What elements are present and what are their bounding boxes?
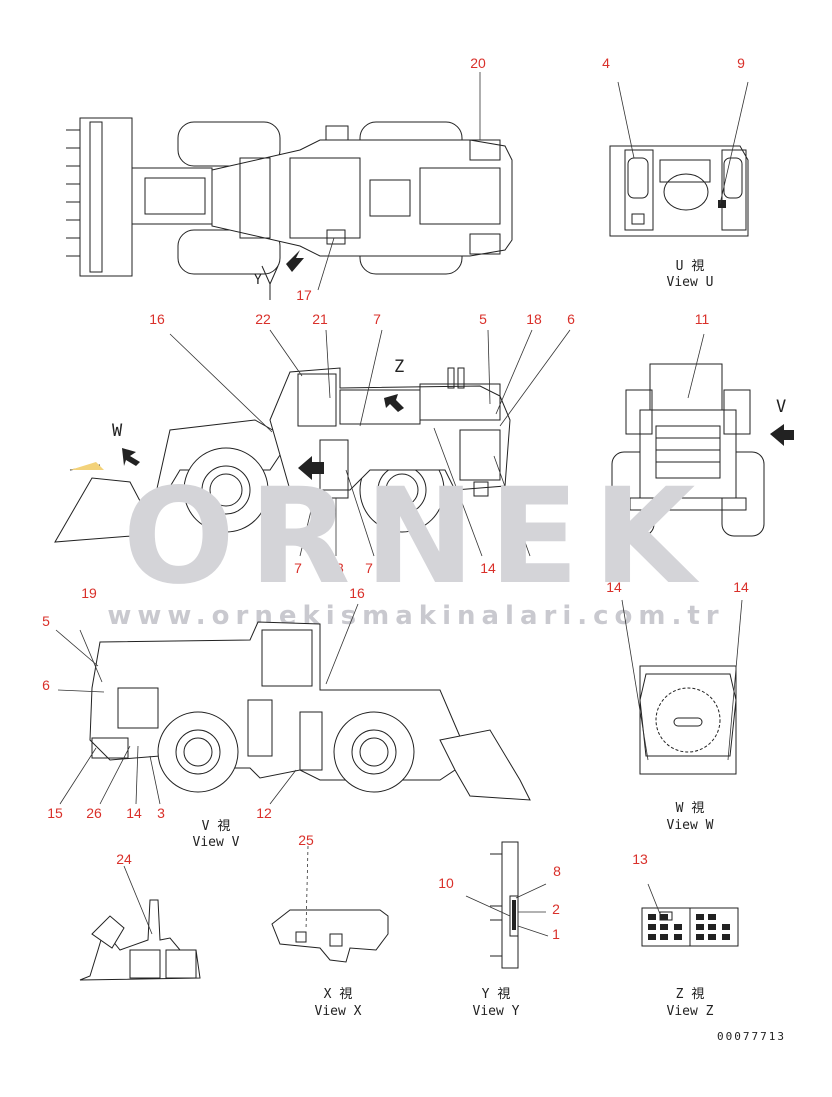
callout-26: 26 bbox=[86, 805, 102, 821]
callout-14-w-left: 14 bbox=[606, 579, 622, 595]
callout-17: 17 bbox=[296, 287, 312, 303]
view-v-caption-jp: V 視 bbox=[202, 819, 231, 834]
callout-6-top: 6 bbox=[567, 311, 575, 327]
front-view bbox=[611, 333, 794, 537]
view-v-drawing bbox=[55, 603, 531, 805]
view-y-marker: Y bbox=[254, 273, 262, 288]
top-view bbox=[66, 72, 513, 300]
callout-5-v: 5 bbox=[42, 613, 50, 629]
callout-21: 21 bbox=[312, 311, 328, 327]
view-z-drawing bbox=[641, 883, 739, 947]
watermark-url: www.ornekismakinalari.com.tr bbox=[107, 601, 724, 631]
callout-14-w-right: 14 bbox=[733, 579, 749, 595]
view-u-caption-en: View U bbox=[667, 275, 714, 290]
view-x-caption-en: View X bbox=[315, 1004, 362, 1019]
callout-18: 18 bbox=[526, 311, 542, 327]
view-u-caption-jp: U 視 bbox=[676, 259, 705, 274]
view-x-drawing bbox=[271, 845, 389, 963]
callout-7-bottom-a: 7 bbox=[294, 560, 302, 576]
view-y-drawing bbox=[465, 841, 549, 969]
callout-23: 23 bbox=[328, 560, 344, 576]
callout-13: 13 bbox=[632, 851, 648, 867]
callout-15-v: 15 bbox=[47, 805, 63, 821]
callout-6-v: 6 bbox=[42, 677, 50, 693]
operator-seat-drawing bbox=[79, 865, 201, 981]
callout-16-v: 16 bbox=[349, 585, 365, 601]
callout-3: 3 bbox=[157, 805, 165, 821]
view-y-caption-en: View Y bbox=[473, 1004, 520, 1019]
watermark-brand: ORNEK bbox=[123, 460, 710, 614]
callout-24: 24 bbox=[116, 851, 132, 867]
view-z-marker: Z bbox=[394, 357, 404, 377]
callout-14-side: 14 bbox=[480, 560, 496, 576]
callout-16-top: 16 bbox=[149, 311, 165, 327]
callout-10: 10 bbox=[438, 875, 454, 891]
view-w-drawing bbox=[621, 599, 743, 775]
view-w-marker: W bbox=[112, 421, 123, 441]
view-v-marker: V bbox=[776, 397, 786, 417]
view-u-drawing bbox=[609, 81, 749, 237]
callout-15-side: 15 bbox=[529, 560, 545, 576]
callout-7-top: 7 bbox=[373, 311, 381, 327]
callout-12: 12 bbox=[256, 805, 272, 821]
view-y-caption-jp: Y 視 bbox=[482, 987, 511, 1002]
callout-1: 1 bbox=[552, 926, 560, 942]
callout-8: 8 bbox=[553, 863, 561, 879]
callout-19: 19 bbox=[81, 585, 97, 601]
side-view-left bbox=[54, 329, 571, 557]
callout-2: 2 bbox=[552, 901, 560, 917]
callout-22: 22 bbox=[255, 311, 271, 327]
callout-11: 11 bbox=[695, 311, 710, 327]
drawing-number: 00077713 bbox=[717, 1030, 786, 1043]
callout-14-v: 14 bbox=[126, 805, 142, 821]
view-z-caption-en: View Z bbox=[667, 1004, 714, 1019]
view-v-caption-en: View V bbox=[193, 835, 240, 850]
view-w-caption-en: View W bbox=[667, 818, 714, 833]
callout-5-top: 5 bbox=[479, 311, 487, 327]
callout-9: 9 bbox=[737, 55, 745, 71]
callout-4: 4 bbox=[602, 55, 610, 71]
callout-20: 20 bbox=[470, 55, 486, 71]
view-z-caption-jp: Z 視 bbox=[676, 987, 705, 1002]
callout-25: 25 bbox=[298, 832, 314, 848]
view-w-caption-jp: W 視 bbox=[676, 801, 705, 816]
callout-7-bottom-b: 7 bbox=[365, 560, 373, 576]
view-x-caption-jp: X 視 bbox=[324, 987, 353, 1002]
